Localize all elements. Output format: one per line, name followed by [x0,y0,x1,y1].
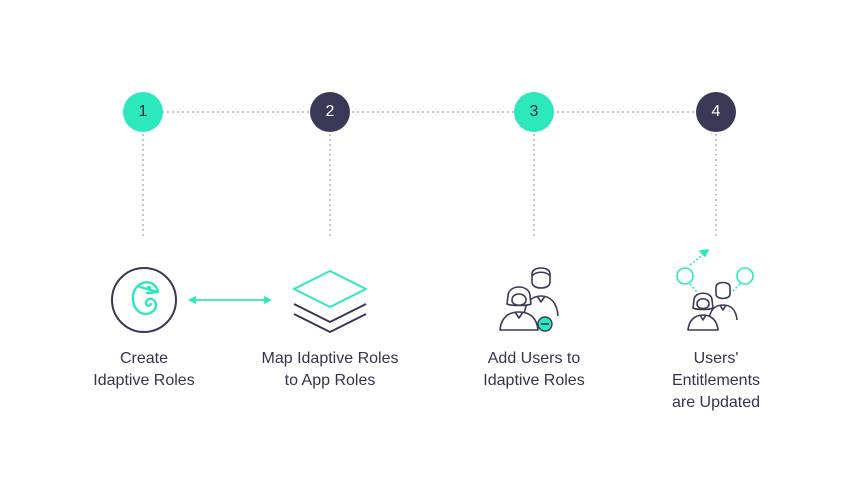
step-1-label-line-2: Idaptive Roles [93,372,195,389]
step-4-number: 4 [711,103,721,120]
step-2-circle: 2 [310,92,350,132]
step-3-label: Add Users to Idaptive Roles [434,348,634,392]
step-3-label-line-2: Idaptive Roles [483,372,585,389]
step-4-label: Users' Entitlements are Updated [616,348,816,414]
step-2-label-line-2: to App Roles [284,372,376,389]
layers-icon [293,270,367,333]
chameleon-icon [111,267,177,333]
step-1-label: Create Idaptive Roles [44,348,244,392]
step-1-number: 1 [138,103,148,120]
step-4-label-line-1: Users' [693,350,739,367]
entitlements-icon [676,249,754,331]
step-4-label-line-2: Entitlements [671,372,761,389]
step-3-circle: 3 [514,92,554,132]
double-arrow-icon [188,296,272,304]
step-4-label-line-3: are Updated [671,394,761,411]
step-3-number: 3 [529,103,539,120]
step-4-circle: 4 [696,92,736,132]
step-1-label-line-1: Create [119,350,169,367]
step-2-label-line-1: Map Idaptive Roles [261,350,399,367]
step-1-circle: 1 [123,92,163,132]
add-users-icon [499,267,559,332]
step-3-label-line-1: Add Users to [487,350,581,367]
step-2-label: Map Idaptive Roles to App Roles [230,348,430,392]
step-2-number: 2 [325,103,335,120]
